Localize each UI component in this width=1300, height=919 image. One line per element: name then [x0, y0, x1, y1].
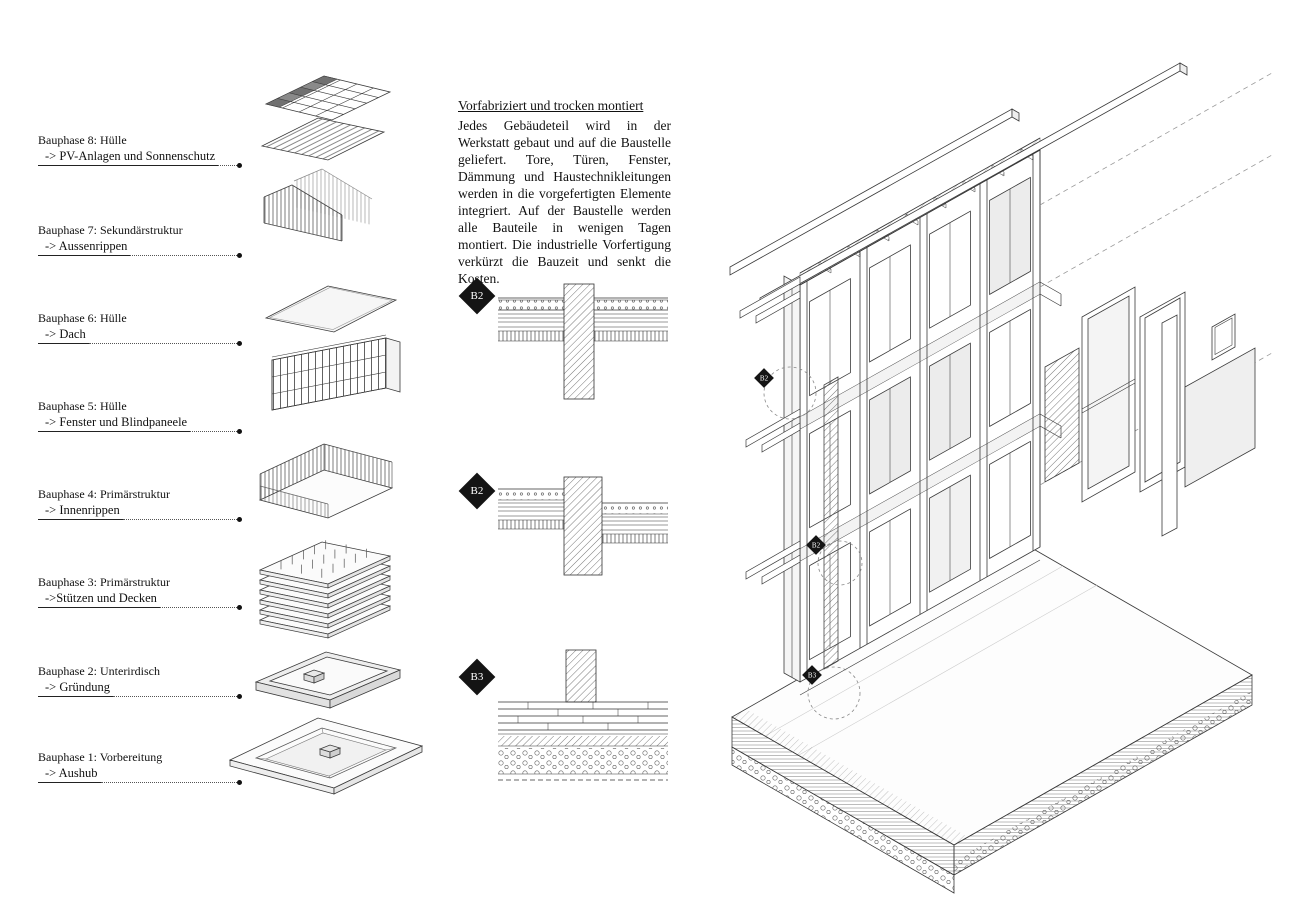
axon-marker-label: B2: [760, 375, 769, 383]
leader-dotted-line: [130, 253, 237, 256]
phase-title: Bauphase 8: Hülle: [38, 133, 127, 147]
detail-circles: [763, 366, 863, 720]
phase-title: Bauphase 1: Vorbereitung: [38, 750, 163, 764]
thumbnail-phase3-slabs-columns: [258, 540, 392, 639]
phase-subtitle: -> PV-Anlagen und Sonnenschutz: [38, 149, 219, 166]
axon-marker-label: B2: [812, 542, 821, 550]
phase-subtitle-row: -> Fenster und Blindpaneele: [38, 415, 242, 434]
leader-bullet: [237, 163, 242, 168]
phase-row-4: Bauphase 4: Primärstruktur -> Innenrippe…: [38, 487, 242, 522]
building-axonometric: B2 B2 B3: [729, 62, 1273, 894]
thumbnail-phase1-excavation: [228, 717, 424, 795]
leader-bullet: [237, 253, 242, 258]
phase-row-7: Bauphase 7: Sekundärstruktur -> Aussenri…: [38, 223, 242, 258]
floor-beams-left: [739, 276, 801, 585]
phase-title: Bauphase 2: Unterirdisch: [38, 664, 160, 678]
phase-title: Bauphase 4: Primärstruktur: [38, 487, 170, 501]
thumbnail-phase8-pv-roof: [260, 75, 392, 161]
thumbnail-phase4-inner-ribs: [258, 443, 394, 519]
detail-marker-label: B2: [470, 289, 484, 302]
axon-marker-label: B3: [808, 672, 817, 680]
detail-drawing-b3: [498, 649, 668, 781]
phase-subtitle-row: -> Gründung: [38, 680, 242, 699]
phase-subtitle-row: -> Aushub: [38, 766, 242, 785]
thumbnail-phase6-roof: [264, 285, 398, 333]
phase-row-5: Bauphase 5: Hülle -> Fenster und Blindpa…: [38, 399, 242, 434]
description-body: Jedes Gebäudeteil wird in der Werkstatt …: [458, 118, 671, 286]
leader-bullet: [237, 517, 242, 522]
detail-marker-b3: B3: [458, 658, 496, 696]
phase-subtitle: ->Stützen und Decken: [38, 591, 160, 608]
leader-dotted-line: [113, 694, 237, 697]
phase-row-3: Bauphase 3: Primärstruktur ->Stützen und…: [38, 575, 242, 610]
exploded-small-frame: [1211, 313, 1236, 361]
detail-marker-label: B3: [470, 670, 484, 683]
phase-subtitle-row: -> Dach: [38, 327, 242, 346]
phase-subtitle-row: ->Stützen und Decken: [38, 591, 242, 610]
axon-marker-b2-1: B2: [754, 368, 774, 388]
phase-subtitle: -> Gründung: [38, 680, 114, 697]
phase-subtitle: -> Innenrippen: [38, 503, 123, 520]
phase-subtitle-row: -> Aussenrippen: [38, 239, 242, 258]
leader-bullet: [237, 694, 242, 699]
phase-title: Bauphase 7: Sekundärstruktur: [38, 223, 183, 237]
leader-bullet: [237, 429, 242, 434]
exploded-flat-panel: [1184, 347, 1256, 488]
phase-subtitle: -> Dach: [38, 327, 89, 344]
phase-title: Bauphase 3: Primärstruktur: [38, 575, 170, 589]
exploded-post: [1161, 314, 1178, 537]
phase-subtitle: -> Aushub: [38, 766, 101, 783]
thumbnail-phase7-outer-ribs: [263, 168, 373, 242]
phase-row-6: Bauphase 6: Hülle -> Dach: [38, 311, 242, 346]
exploded-insulation-panel: [1044, 347, 1080, 483]
leader-bullet: [237, 605, 242, 610]
leader-dotted-line: [122, 517, 237, 520]
phase-title: Bauphase 6: Hülle: [38, 311, 127, 325]
leader-dotted-line: [190, 429, 237, 432]
phase-subtitle: -> Fenster und Blindpaneele: [38, 415, 191, 432]
detail-marker-label: B2: [470, 484, 484, 497]
leader-dotted-line: [218, 163, 237, 166]
phase-row-1: Bauphase 1: Vorbereitung -> Aushub: [38, 750, 242, 785]
thumbnail-phase2-foundation: [254, 651, 402, 709]
phase-subtitle-row: -> Innenrippen: [38, 503, 242, 522]
detail-column: [823, 376, 839, 670]
leader-dotted-line: [88, 341, 237, 344]
phase-row-2: Bauphase 2: Unterirdisch -> Gründung: [38, 664, 242, 699]
phase-subtitle: -> Aussenrippen: [38, 239, 131, 256]
base-slab-gravel-layer: [731, 746, 955, 894]
leader-dotted-line: [159, 605, 237, 608]
leader-dotted-line: [100, 780, 237, 783]
phase-title: Bauphase 5: Hülle: [38, 399, 127, 413]
phase-subtitle-row: -> PV-Anlagen und Sonnenschutz: [38, 149, 242, 168]
detail-drawing-b2-2: [498, 476, 668, 576]
phase-row-8: Bauphase 8: Hülle -> PV-Anlagen und Sonn…: [38, 133, 242, 168]
description-title: Vorfabriziert und trocken montiert: [458, 98, 644, 113]
description-block: Vorfabriziert und trocken montiert Jedes…: [458, 97, 671, 287]
detail-marker-b2-2: B2: [458, 472, 496, 510]
detail-drawing-b2-1: [498, 283, 668, 400]
thumbnail-phase5-windows: [271, 334, 401, 411]
leader-bullet: [237, 780, 242, 785]
leader-bullet: [237, 341, 242, 346]
